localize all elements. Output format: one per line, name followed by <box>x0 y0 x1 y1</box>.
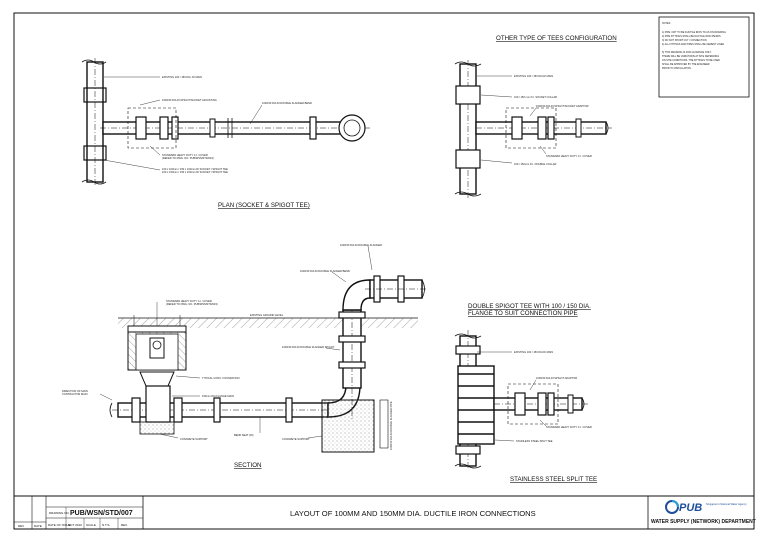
tb-date-label: DATE OF ISSUE <box>48 523 71 527</box>
section-label-9: 150mm DIA FLANGE MAIN <box>202 394 234 398</box>
other-label-0: EXISTING 100 / 150 DIA DI MAIN <box>514 74 553 78</box>
section-label-2: STANDARD HEAVY DUTY C.I. COVER <box>166 299 212 303</box>
rev-col-1: DATE <box>34 524 42 528</box>
pub-logo: PUB Singapore's National Water Agency <box>665 500 747 514</box>
note-line-9: PRIOR TO INSTALLATION. <box>662 67 692 70</box>
double-label-0: EXISTING 100 / 150 DIA DI MAIN <box>514 350 553 354</box>
title-block: REV DATE DRAWING NO. PUB/WSN/STD/007 DAT… <box>13 495 756 530</box>
pub-logo-tagline: Singapore's National Water Agency <box>706 502 747 506</box>
section-label-10: CONCRETE SUPPORT <box>180 437 208 441</box>
section-label-0: 100/150 DIA DI DOUBLE FLANGED <box>340 243 382 247</box>
outer-border <box>13 12 755 530</box>
other-label-1: 100 / 150 mm D.I. SOCKET COLLAR <box>514 95 557 99</box>
other-tees-title: OTHER TYPE OF TEES CONFIGURATION <box>496 35 617 42</box>
double-label-3: STAINLESS STEEL SPLIT TEE <box>516 439 553 443</box>
section-view: EXISTING GROUND LEVEL <box>62 243 428 469</box>
drawing-main-title: LAYOUT OF 100MM AND 150MM DIA. DUCTILE I… <box>290 509 536 518</box>
rev-col-0: REV <box>18 524 24 528</box>
plan-label-5: 100 x 100mm / 150 x 100mm DI SOCKET / SP… <box>162 167 228 171</box>
note-line-3: 4) ALL FITTINGS AND PIPES SHALL BE CEMEN… <box>662 43 724 46</box>
section-label-6: TYPICAL CONC. FOUNDATION <box>202 376 240 380</box>
section-label-4: EXISTING GROUND LEVEL <box>250 313 284 317</box>
tb-rev-label: REV. <box>121 523 128 527</box>
section-label-13: 100/150 DIA DI DOUBLE FLANGED PIPE <box>389 401 393 450</box>
drawing-number: PUB/WSN/STD/007 <box>70 510 133 517</box>
section-label-5: 100/150 DIA DI DOUBLE FLANGED SPIGOT <box>282 345 335 349</box>
section-label-11: BEND SEAT (DI) <box>234 433 254 437</box>
tb-date-value: OCT 2010 <box>68 523 82 527</box>
note-line-0: 1) PIPE: NOT TO BE DUCTILE IRON TO AS ON… <box>662 31 726 34</box>
tb-scale-value: N.T.S. <box>102 523 110 527</box>
double-title-2: FLANGE TO SUIT CONNECTION PIPE <box>468 310 578 317</box>
section-label-12: CONCRETE SUPPORT <box>282 437 310 441</box>
department-name: WATER SUPPLY (NETWORK) DEPARTMENT <box>651 519 756 525</box>
drawing-no-label: DRAWING NO. <box>49 511 70 515</box>
section-label-1: 100/150 DIA DI DOUBLE FLANGED BEND <box>300 269 350 273</box>
split-tee-title: STAINLESS STEEL SPLIT TEE <box>510 476 597 483</box>
note-line-7: ON SITE CONDITIONS. THE FITTINGS TO BE U… <box>662 59 720 62</box>
notes-box: NOTES: 1) PIPE: NOT TO BE DUCTILE IRON T… <box>658 16 750 98</box>
section-label-7: DIRECTION OF MAIN <box>62 389 88 393</box>
other-label-4: 100 / 150mm D.I. DOUBLE COLLAR <box>514 162 557 166</box>
note-line-2: 3) DO NOT SHORT CUT / CONNECTION <box>662 39 707 42</box>
double-label-1: 100/150 DIA DI SPIGOT ADAPTOR <box>536 376 577 380</box>
plan-view: EXISTING 100 / 150 DIA. DI MAIN 100/150 … <box>81 58 370 209</box>
plan-label-6: 100 x 150mm / 150 x 150mm DI SOCKET / SP… <box>162 170 228 174</box>
double-spigot-view: DOUBLE SPIGOT TEE WITH 100 / 150 DIA. FL… <box>454 303 597 483</box>
pub-logo-text: PUB <box>679 502 702 514</box>
plan-label-3: STANDARD HEAVY DUTY C.I. COVER <box>162 153 208 157</box>
section-title: SECTION <box>234 462 262 469</box>
plan-label-0: EXISTING 100 / 150 DIA. DI MAIN <box>162 75 202 79</box>
note-line-6: THERE WILL BE VARIATIONS AT SITE DEPENDI… <box>662 55 719 58</box>
note-line-8: SHALL BE APPROVED BY THE ENGINEER <box>662 63 710 66</box>
plan-title: PLAN (SOCKET & SPIGOT TEE) <box>218 202 310 209</box>
other-label-3: STANDARD HEAVY DUTY C.I. COVER <box>546 154 592 158</box>
tb-scale-label: SCALE <box>86 523 96 527</box>
double-label-2: STANDARD HEAVY DUTY C.I. COVER <box>546 425 592 429</box>
note-line-5: 5) THIS DRAWING IS FOR GUIDANCE ONLY. <box>662 51 712 54</box>
notes-heading: NOTES: <box>662 22 671 25</box>
note-line-1: 2) PIPE FITTINGS SHALL BE DUCTILE IRON P… <box>662 35 721 38</box>
other-tees-view: OTHER TYPE OF TEES CONFIGURATION EXISTIN… <box>454 35 617 200</box>
section-label-8: CONTRACTOR MAIN <box>62 392 88 396</box>
other-label-2: 100/150 DIA DI SPIGOT/SOCKET ADAPTOR <box>536 104 589 108</box>
plan-label-4: (REFER TO DWG. NO. PUB/WSN/STD/023) <box>162 156 214 160</box>
double-title-1: DOUBLE SPIGOT TEE WITH 100 / 150 DIA. <box>468 303 591 310</box>
section-label-3: (REFER TO DWG. NO. PUB/WSN/STD/023) <box>166 302 218 306</box>
plan-label-2: 100/150 DIA DI DOUBLE FLANGED BEND <box>262 101 312 105</box>
plan-label-1: 100/150 DIA DI SPIGOT/SOCKET ADJUSTING <box>162 98 217 102</box>
